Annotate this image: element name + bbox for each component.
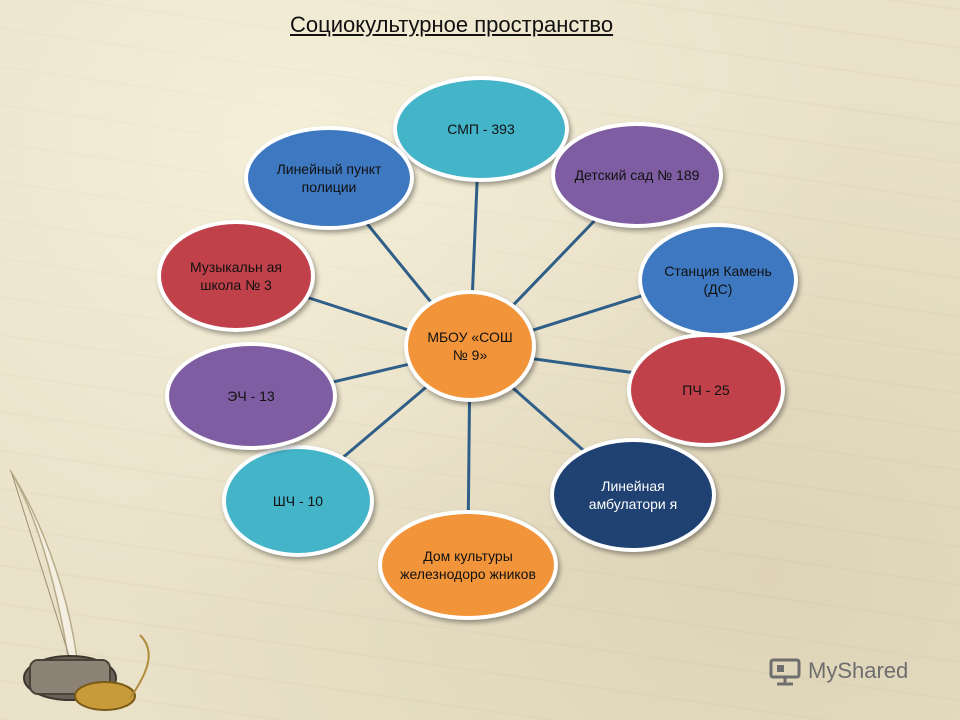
node-police: Линейный пункт полиции xyxy=(244,126,414,230)
node-music: Музыкальн ая школа № 3 xyxy=(157,220,315,332)
node-dk-label: Дом культуры железнодоро жников xyxy=(400,547,536,582)
node-center-label: МБОУ «СОШ № 9» xyxy=(427,328,513,363)
node-dk: Дом культуры железнодоро жников xyxy=(378,510,558,620)
presentation-icon xyxy=(769,658,801,686)
node-shch-label: ШЧ - 10 xyxy=(272,492,324,509)
node-pch: ПЧ - 25 xyxy=(627,333,785,447)
node-ambulatory: Линейная амбулатори я xyxy=(550,438,716,552)
node-ambulatory-label: Линейная амбулатори я xyxy=(588,477,678,512)
node-ech: ЭЧ - 13 xyxy=(165,342,337,450)
node-detsad-label: Детский сад № 189 xyxy=(574,166,700,183)
node-shch: ШЧ - 10 xyxy=(222,445,374,557)
node-music-label: Музыкальн ая школа № 3 xyxy=(190,258,282,293)
node-center: МБОУ «СОШ № 9» xyxy=(404,290,536,402)
node-pch-label: ПЧ - 25 xyxy=(682,381,730,398)
page-title: Социокультурное пространство xyxy=(290,12,614,37)
quill-inkwell-icon xyxy=(9,469,150,711)
node-station: Станция Камень (ДС) xyxy=(638,223,798,337)
node-detsad: Детский сад № 189 xyxy=(551,122,723,228)
node-station-label: Станция Камень (ДС) xyxy=(664,262,772,297)
node-police-label: Линейный пункт полиции xyxy=(276,160,382,195)
logo: MyShared xyxy=(768,656,908,686)
logo-text: MyShared xyxy=(808,658,909,683)
node-smp-label: СМП - 393 xyxy=(447,120,515,137)
node-ech-label: ЭЧ - 13 xyxy=(227,387,275,404)
node-smp: СМП - 393 xyxy=(393,76,569,182)
